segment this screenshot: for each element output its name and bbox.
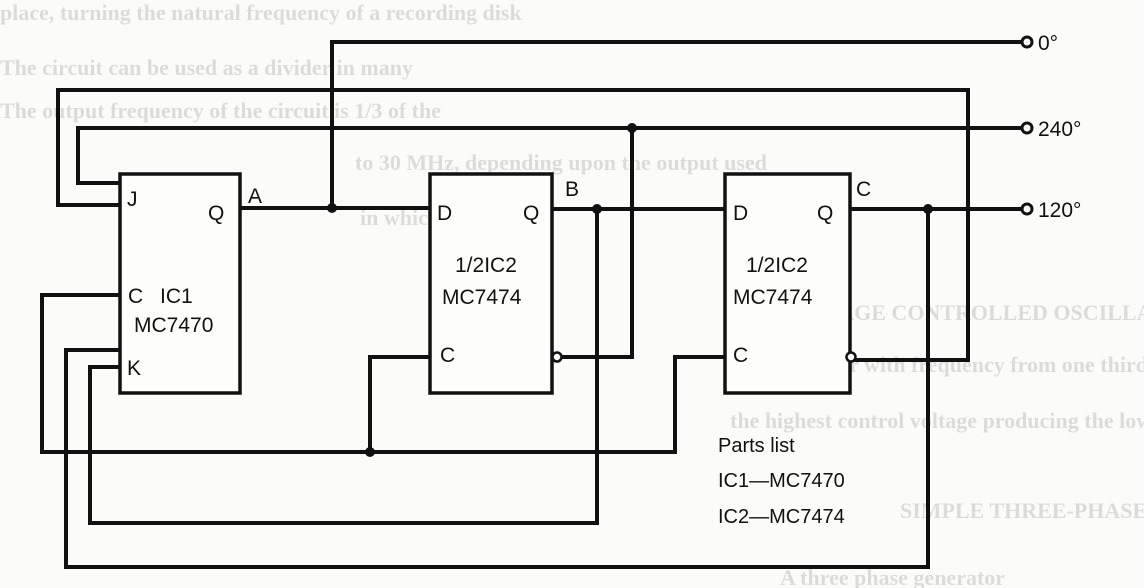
pin-q: Q — [817, 202, 833, 225]
pin-q: Q — [523, 202, 539, 225]
ff2-box — [428, 172, 554, 395]
ic1-name: IC1 — [160, 285, 193, 308]
ic1-box — [118, 172, 242, 395]
pin-k: K — [127, 357, 141, 380]
ff3-box — [723, 172, 852, 395]
wire-240deg — [76, 126, 1022, 185]
ff3-part: MC7474 — [733, 286, 813, 309]
wire-k1 — [88, 207, 599, 525]
wire-j-feedback — [56, 88, 970, 362]
ghost-line: place, turning the natural frequency of … — [0, 0, 522, 25]
parts-list-item: IC1—MC7470 — [718, 470, 845, 492]
ghost-line: to 30 MHz, depending upon the output use… — [355, 150, 767, 175]
ff2-d-flipflop: D Q 1/2IC2 MC7474 C — [428, 172, 563, 395]
parts-list-item: IC2—MC7474 — [718, 506, 845, 528]
ghost-line: The output frequency of the circuit is 1… — [0, 98, 441, 123]
qbar-bubble-icon — [551, 351, 563, 363]
ghost-line: the highest control voltage producing th… — [730, 408, 1144, 433]
node-c-label: C — [856, 178, 871, 201]
wire-ff2-qbar — [560, 126, 634, 359]
wire-0deg — [330, 40, 1022, 210]
pin-c: C — [733, 344, 748, 367]
ff2-name: 1/2IC2 — [455, 254, 517, 277]
junction-dot — [327, 203, 337, 213]
ghost-line: SIMPLE THREE-PHASE GENERATOR — [900, 498, 1144, 523]
terminal-120deg — [1020, 202, 1034, 216]
wire-clock-ff2 — [368, 355, 432, 454]
junction-dot — [923, 204, 933, 214]
wire-k2 — [64, 207, 930, 569]
qbar-bubble-icon — [845, 351, 857, 363]
ghost-line: A three phase generator — [780, 565, 1005, 588]
pin-d: D — [733, 202, 748, 225]
pin-q: Q — [208, 202, 224, 225]
ic1-part: MC7470 — [134, 314, 213, 337]
node-b-label: B — [565, 178, 579, 201]
label-0deg: 0° — [1038, 32, 1058, 55]
label-120deg: 120° — [1038, 199, 1081, 222]
ff3-d-flipflop: D Q 1/2IC2 MC7474 C — [723, 172, 857, 395]
junctions — [327, 123, 933, 457]
terminal-240deg — [1020, 121, 1034, 135]
ff3-name: 1/2IC2 — [746, 254, 808, 277]
wires — [40, 40, 1022, 569]
parts-list-title: Parts list — [718, 435, 795, 457]
label-240deg: 240° — [1038, 118, 1081, 141]
node-a-label: A — [248, 185, 262, 208]
terminal-0deg — [1020, 35, 1034, 49]
wire-clock — [40, 293, 727, 454]
pin-c: C — [128, 285, 143, 308]
junction-dot — [627, 123, 637, 133]
parts-list: Parts list IC1—MC7470 IC2—MC7474 — [718, 435, 845, 528]
ghost-line: The circuit can be used as a divider in … — [0, 55, 413, 80]
pin-d: D — [437, 202, 452, 225]
output-terminals: 0° 240° 120° — [1020, 32, 1081, 222]
ic1-jk-flipflop: J Q C IC1 MC7470 K — [118, 172, 242, 395]
junction-dot — [365, 447, 375, 457]
pin-j: J — [127, 188, 138, 211]
pin-c: C — [440, 344, 455, 367]
ff2-part: MC7474 — [442, 286, 522, 309]
junction-dot — [592, 204, 602, 214]
